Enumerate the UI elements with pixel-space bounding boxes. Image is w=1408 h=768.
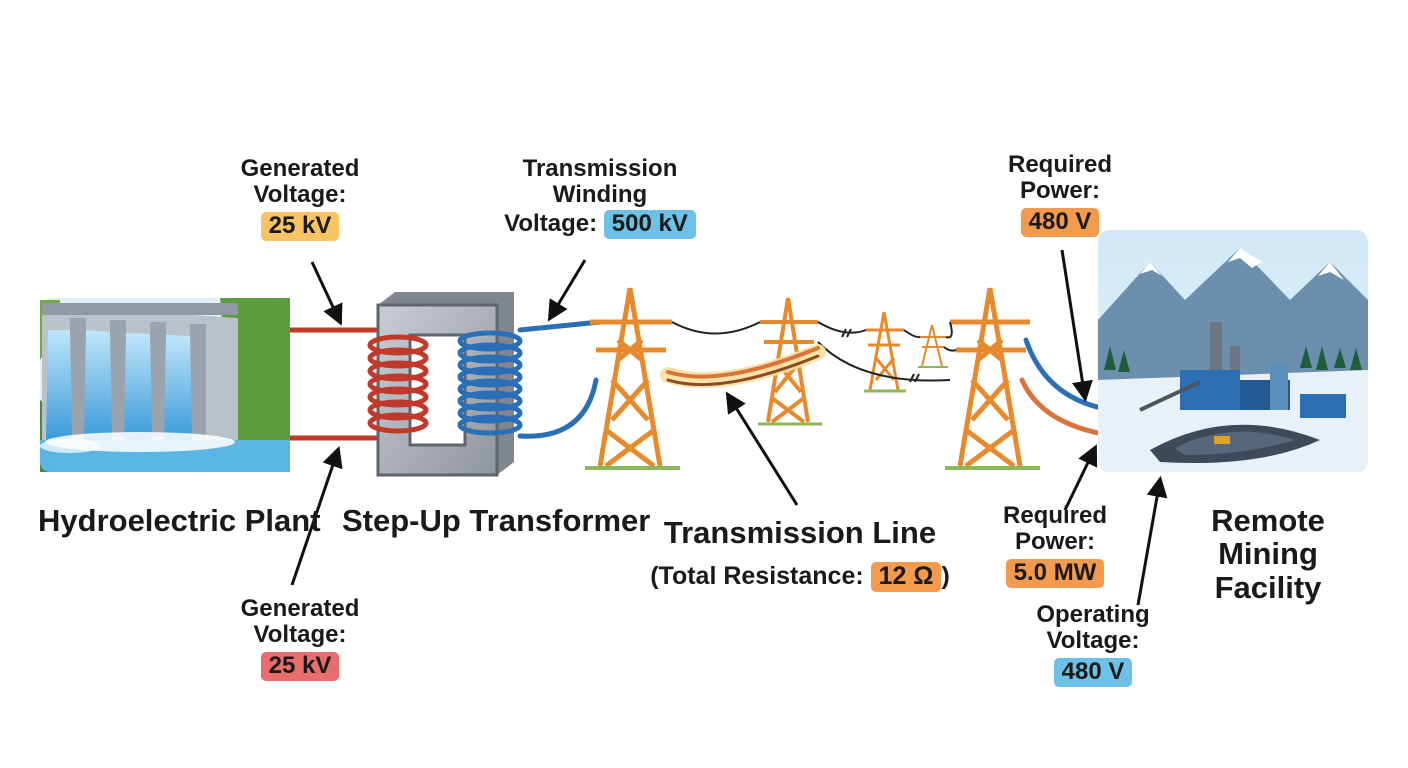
- required-power-badge-top: 480 V: [1020, 207, 1100, 237]
- transformer-label: Step-Up Transformer: [342, 503, 651, 538]
- generated-voltage-callout-top: Generated Voltage: 25 kV: [240, 155, 360, 241]
- hydroelectric-plant-illustration: [40, 298, 290, 472]
- secondary-wires: [517, 319, 603, 439]
- tower-4: [918, 324, 948, 368]
- transmission-winding-callout: Transmission Winding Voltage: 500 kV: [480, 156, 720, 239]
- required-power-badge-bottom: 5.0 MW: [1005, 558, 1105, 588]
- mining-facility-illustration: [1098, 230, 1368, 472]
- operating-voltage-callout: Operating Voltage: 480 V: [1036, 601, 1150, 687]
- step-up-transformer-illustration: [367, 292, 523, 477]
- generated-voltage-badge-bottom: 25 kV: [260, 651, 340, 681]
- plant-label: Hydroelectric Plant: [38, 503, 321, 538]
- operating-voltage-badge: 480 V: [1053, 657, 1133, 687]
- transmission-line-label: Transmission Line: [663, 515, 937, 550]
- line-resistance-badge: 12 Ω: [870, 562, 942, 592]
- generated-voltage-callout-bottom: Generated Voltage: 25 kV: [240, 595, 360, 681]
- facility-label: Remote Mining Facility: [1211, 503, 1325, 605]
- transmission-towers: [585, 287, 1040, 470]
- line-break-marks: [841, 328, 920, 383]
- overhead-conductors: [671, 321, 957, 382]
- required-power-callout-top: Required Power: 480 V: [1007, 151, 1112, 237]
- transmission-winding-badge: 500 kV: [603, 209, 696, 239]
- line-resistance-label: (Total Resistance: 12 Ω): [650, 562, 950, 592]
- tower-5: [945, 287, 1040, 470]
- callout-arrows: [290, 249, 1168, 606]
- generated-voltage-badge-top: 25 kV: [260, 211, 340, 241]
- tower-1: [585, 287, 680, 470]
- primary-wires: [290, 327, 378, 441]
- required-power-callout-bottom: Required Power: 5.0 MW: [1002, 502, 1107, 588]
- tower-3: [864, 311, 906, 393]
- resistive-segment: [660, 344, 826, 389]
